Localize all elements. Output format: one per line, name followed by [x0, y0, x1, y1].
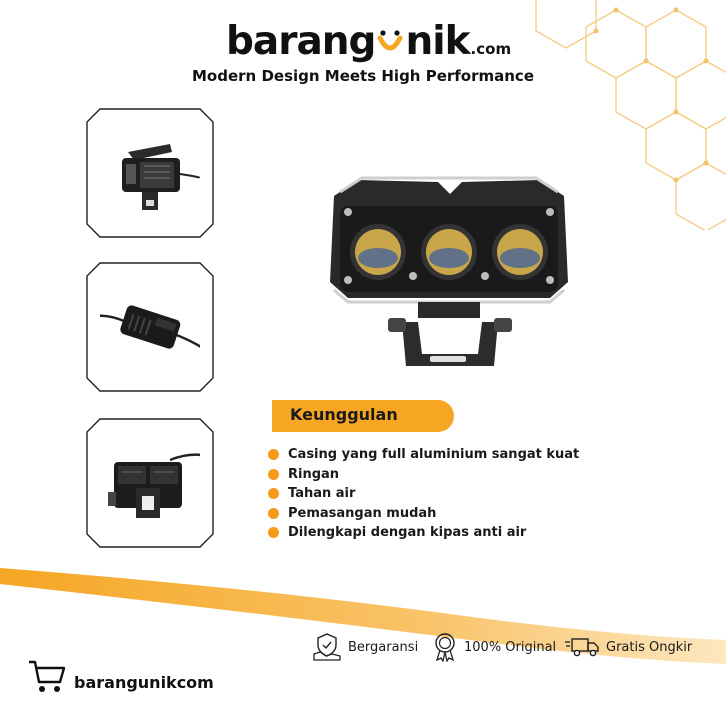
thumbnail-side-view[interactable]: [86, 108, 214, 238]
hexagon-pattern-decoration: [535, 0, 726, 230]
feature-text: Pemasangan mudah: [288, 505, 437, 521]
shopping-cart-icon: [29, 660, 66, 692]
features-list: Casing yang full aluminium sangat kuat R…: [268, 445, 579, 543]
feature-item: Casing yang full aluminium sangat kuat: [268, 445, 579, 465]
product-main-image: [330, 176, 568, 366]
bullet-icon: [268, 527, 279, 539]
badge-label: Gratis Ongkir: [606, 639, 693, 655]
bottom-wave-decoration: [0, 568, 726, 726]
feature-item: Pemasangan mudah: [268, 504, 579, 524]
delivery-truck-icon: [565, 638, 599, 657]
feature-text: Tahan air: [288, 486, 356, 502]
footer-site-name[interactable]: barangunikcom: [74, 673, 214, 692]
brand-dotcom: .com: [470, 40, 512, 58]
thumbnail-driver-module[interactable]: [86, 262, 214, 392]
brand-logo: barang nik .com: [226, 18, 511, 66]
feature-text: Casing yang full aluminium sangat kuat: [288, 447, 580, 463]
badge-warranty: Bergaransi: [312, 632, 418, 662]
handshake-shield-icon: [313, 633, 341, 661]
bullet-icon: [268, 507, 279, 519]
thumbnail-rear-bracket[interactable]: [86, 418, 214, 548]
tagline: Modern Design Meets High Performance: [192, 67, 534, 85]
badge-original: 100% Original: [432, 632, 556, 662]
bullet-icon: [268, 449, 279, 461]
brand-name-part2: nik: [405, 19, 470, 64]
bullet-icon: [268, 468, 279, 480]
feature-item: Dilengkapi dengan kipas anti air: [268, 523, 579, 543]
feature-item: Tahan air: [268, 484, 579, 504]
award-rosette-icon: [435, 633, 455, 662]
feature-text: Ringan: [288, 466, 340, 482]
badge-label: 100% Original: [464, 639, 557, 655]
lamp-rear-bracket-icon: [108, 453, 200, 518]
feature-text: Dilengkapi dengan kipas anti air: [288, 525, 527, 541]
features-title: Keunggulan: [290, 405, 398, 424]
lamp-side-view-icon: [122, 144, 200, 210]
bullet-icon: [268, 488, 279, 500]
feature-item: Ringan: [268, 465, 579, 485]
badge-label: Bergaransi: [348, 639, 419, 655]
badge-free-shipping: Gratis Ongkir: [564, 632, 692, 662]
smile-u-icon: [376, 28, 404, 58]
features-header: Keunggulan: [272, 400, 454, 432]
driver-module-icon: [100, 305, 200, 349]
brand-name-part1: barang: [226, 19, 376, 64]
